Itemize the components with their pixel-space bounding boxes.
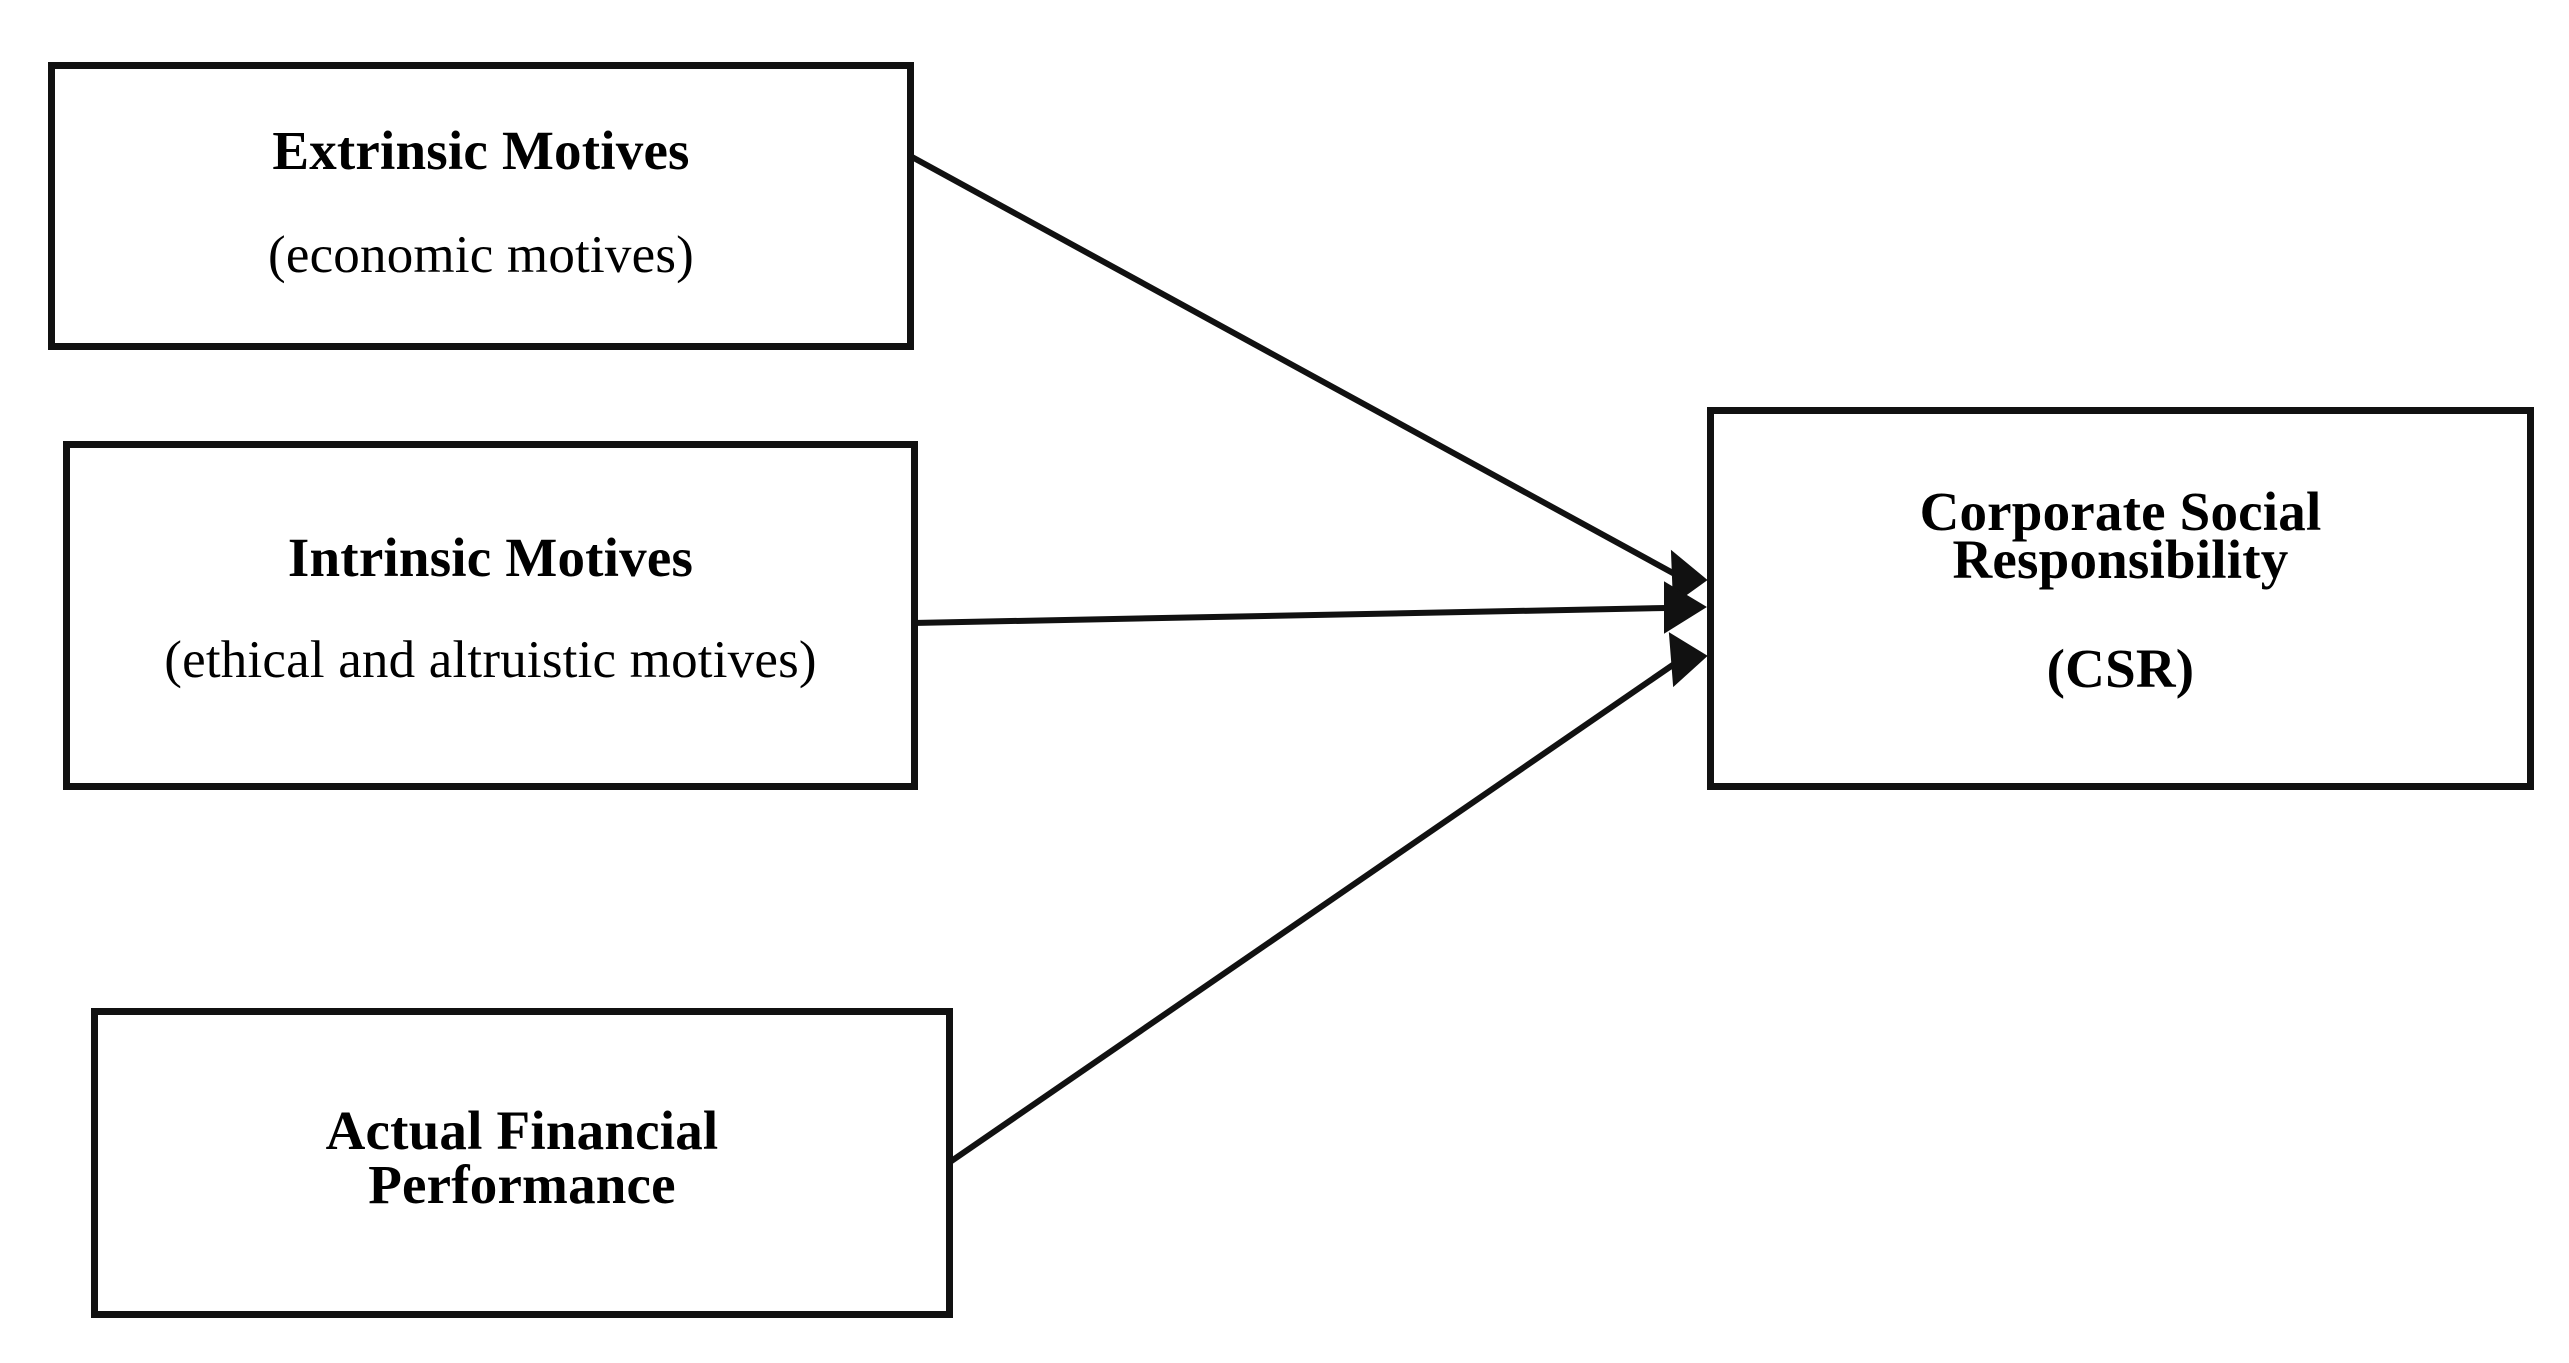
node-extrinsic-motives-title: Extrinsic Motives — [272, 120, 690, 182]
node-corporate-social-responsibility[interactable]: Corporate Social Responsibility (CSR) — [1707, 407, 2534, 790]
node-actual-financial-performance-title-line2: Performance — [368, 1154, 676, 1215]
node-intrinsic-motives[interactable]: Intrinsic Motives (ethical and altruisti… — [63, 441, 918, 790]
node-extrinsic-motives-subtitle: (economic motives) — [268, 226, 694, 285]
arrow-financial-to-csr — [948, 632, 1708, 1165]
arrow-extrinsic-to-csr — [910, 154, 1708, 605]
node-actual-financial-performance[interactable]: Actual Financial Performance — [91, 1008, 953, 1318]
node-intrinsic-motives-subtitle: (ethical and altruistic motives) — [164, 630, 817, 689]
node-corporate-social-responsibility-title-line1: Corporate Social — [1919, 480, 2322, 542]
node-corporate-social-responsibility-subtitle: (CSR) — [2046, 638, 2195, 700]
node-actual-financial-performance-title-line1: Actual Financial — [325, 1100, 719, 1162]
node-extrinsic-motives[interactable]: Extrinsic Motives (economic motives) — [48, 62, 914, 350]
node-intrinsic-motives-title: Intrinsic Motives — [287, 526, 694, 588]
node-corporate-social-responsibility-title-line2: Responsibility — [1952, 528, 2289, 590]
arrow-intrinsic-to-csr — [912, 581, 1707, 634]
